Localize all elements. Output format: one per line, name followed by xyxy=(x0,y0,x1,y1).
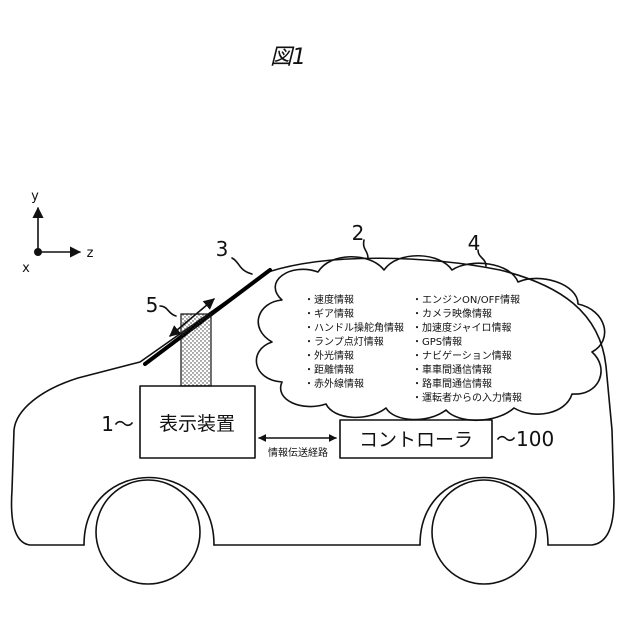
rear-wheel-arch xyxy=(420,478,548,546)
callout-display: 1～ xyxy=(101,412,134,436)
cloud-right-list: ・エンジンON/OFF情報 ・カメラ映像情報 ・加速度ジャイロ情報 ・GPS情報… xyxy=(412,293,522,404)
cloud-item: ・ランプ点灯情報 xyxy=(304,335,384,348)
cloud-item: ・加速度ジャイロ情報 xyxy=(412,321,512,334)
x-axis-label: x xyxy=(22,261,30,276)
cloud-item: ・外光情報 xyxy=(304,349,354,362)
cloud-item: ・速度情報 xyxy=(304,293,354,306)
z-axis-label: z xyxy=(87,246,94,261)
callout-windshield: 3 xyxy=(216,237,229,261)
front-wheel-arch xyxy=(84,478,214,546)
cloud-item: ・車車間通信情報 xyxy=(412,363,492,376)
cloud-item: ・ナビゲーション情報 xyxy=(412,349,512,362)
projection-light-area xyxy=(181,314,211,386)
rear-wheel xyxy=(432,480,536,584)
cloud-item: ・エンジンON/OFF情報 xyxy=(412,293,520,306)
cloud-item: ・路車間通信情報 xyxy=(412,377,492,390)
callout-body: 2 xyxy=(352,221,365,245)
front-wheel xyxy=(96,480,200,584)
figure-title: 図1 xyxy=(270,45,306,70)
callout-cloud: 4 xyxy=(468,231,481,255)
cloud-item: ・ハンドル操舵角情報 xyxy=(304,321,404,334)
cloud-item: ・運転者からの入力情報 xyxy=(412,391,522,404)
cloud-item: ・距離情報 xyxy=(304,363,354,376)
leader-projection xyxy=(160,306,176,316)
y-axis-label: y xyxy=(31,189,39,204)
cloud-left-list: ・速度情報 ・ギア情報 ・ハンドル操舵角情報 ・ランプ点灯情報 ・外光情報 ・距… xyxy=(304,293,404,390)
x-axis-dot xyxy=(34,248,42,256)
controller-label: コントローラ xyxy=(359,429,473,451)
callout-controller: ～100 xyxy=(496,427,554,451)
display-device-label: 表示装置 xyxy=(159,413,235,435)
info-path-label: 情報伝送経路 xyxy=(268,446,328,459)
leader-windshield xyxy=(232,258,252,274)
cloud-item: ・赤外線情報 xyxy=(304,377,364,390)
cloud-item: ・カメラ映像情報 xyxy=(412,307,492,320)
callout-projection: 5 xyxy=(146,293,159,317)
cloud-item: ・ギア情報 xyxy=(304,307,354,320)
cloud-item: ・GPS情報 xyxy=(412,335,462,348)
axis-indicator: y x z xyxy=(22,189,93,276)
